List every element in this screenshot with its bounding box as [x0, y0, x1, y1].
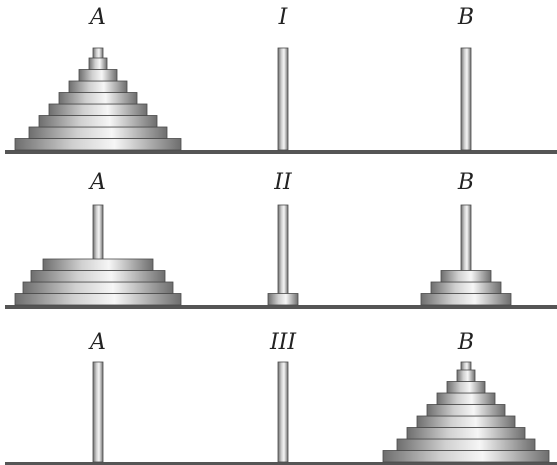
peg-rod — [277, 361, 289, 463]
peg-rod — [277, 204, 289, 306]
panel-3: A III B — [5, 330, 557, 465]
disc — [456, 369, 476, 382]
disc — [48, 103, 148, 116]
peg-label: B — [457, 330, 474, 355]
disc — [58, 92, 138, 105]
disc — [420, 293, 512, 306]
peg-label: B — [457, 5, 474, 30]
base-line — [5, 150, 557, 154]
disc — [28, 126, 168, 139]
base-line — [5, 462, 557, 465]
disc — [440, 270, 492, 283]
disc — [436, 392, 496, 405]
disc — [267, 293, 299, 306]
peg-label: I — [278, 5, 289, 30]
disc — [68, 80, 128, 93]
disc — [88, 57, 108, 70]
disc — [396, 438, 536, 451]
peg-rod — [92, 361, 104, 463]
peg-label: A — [88, 170, 106, 195]
peg-label: A — [88, 5, 106, 30]
disc — [406, 427, 526, 440]
base-line — [5, 305, 557, 309]
disc — [426, 404, 506, 417]
disc — [416, 415, 516, 428]
disc — [14, 293, 182, 306]
disc — [38, 115, 158, 128]
panel-2: A II B — [5, 170, 557, 309]
peg-rod — [277, 47, 289, 151]
peg-rod — [460, 47, 472, 151]
disc — [22, 281, 174, 294]
peg-label: II — [273, 170, 293, 195]
disc — [78, 69, 118, 82]
disc — [14, 138, 182, 151]
disc — [430, 281, 502, 294]
peg-label: III — [269, 330, 297, 355]
disc — [382, 450, 550, 463]
disc — [446, 381, 486, 394]
disc — [42, 258, 154, 271]
peg-label: A — [88, 330, 106, 355]
disc — [30, 270, 166, 283]
peg-label: B — [457, 170, 474, 195]
